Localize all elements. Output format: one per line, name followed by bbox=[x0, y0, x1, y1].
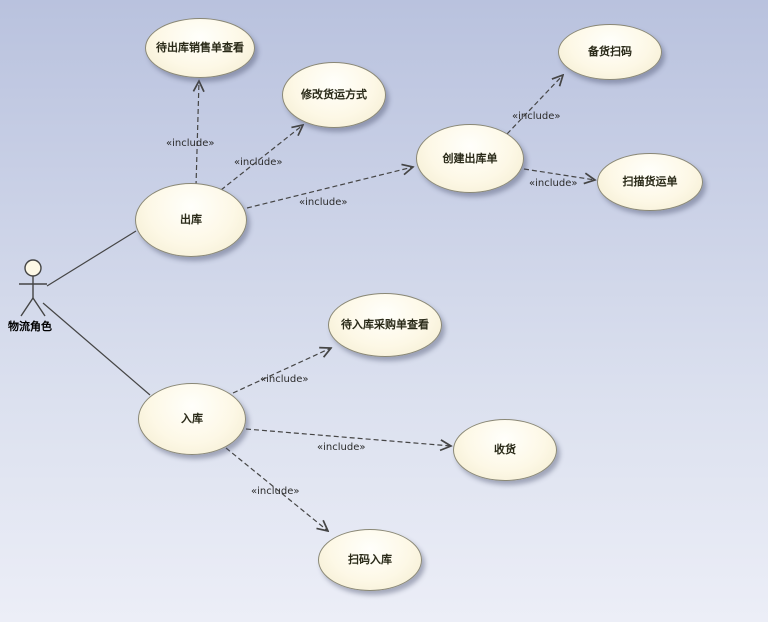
usecase-label: 收货 bbox=[494, 443, 516, 457]
actor-label: 物流角色 bbox=[8, 320, 52, 333]
edge-outbound-create-order bbox=[246, 167, 413, 209]
usecase-label: 扫描货运单 bbox=[622, 175, 678, 189]
edge-inbound-pending-purchase bbox=[232, 348, 331, 394]
usecase-label: 待出库销售单查看 bbox=[156, 41, 244, 55]
usecase-modify-shipping-method[interactable]: 修改货运方式 bbox=[282, 62, 386, 128]
include-label: «include» bbox=[166, 138, 215, 149]
usecase-label: 出库 bbox=[180, 213, 202, 227]
usecase-create-outbound-order[interactable]: 创建出库单 bbox=[416, 124, 524, 193]
include-label: «include» bbox=[251, 486, 300, 497]
edge-outbound-pending-sales bbox=[196, 81, 199, 187]
actor-head bbox=[24, 259, 42, 277]
include-label: «include» bbox=[512, 111, 561, 122]
usecase-pending-inbound-purchase-view[interactable]: 待入库采购单查看 bbox=[328, 293, 442, 357]
usecase-scan-inbound[interactable]: 扫码入库 bbox=[318, 529, 422, 591]
actor-figure[interactable] bbox=[19, 259, 47, 317]
usecase-label: 待入库采购单查看 bbox=[341, 318, 429, 332]
edge-inbound-scan-inbound bbox=[225, 447, 328, 531]
include-label: «include» bbox=[299, 197, 348, 208]
usecase-pending-outbound-sales-view[interactable]: 待出库销售单查看 bbox=[145, 18, 255, 78]
include-label: «include» bbox=[317, 442, 366, 453]
usecase-label: 创建出库单 bbox=[442, 151, 498, 165]
usecase-outbound[interactable]: 出库 bbox=[135, 183, 247, 257]
usecase-scan-waybill[interactable]: 扫描货运单 bbox=[597, 153, 703, 211]
edge-actor-inbound bbox=[42, 302, 151, 396]
edge-inbound-receive-goods bbox=[245, 428, 451, 446]
edge-outbound-modify-shipping bbox=[220, 125, 303, 191]
edge-actor-outbound bbox=[46, 230, 137, 287]
usecase-label: 扫码入库 bbox=[348, 553, 392, 567]
usecase-label: 备货扫码 bbox=[588, 45, 632, 59]
include-label: «include» bbox=[529, 178, 578, 189]
usecase-picking-scan[interactable]: 备货扫码 bbox=[558, 24, 662, 80]
actor-leg-right bbox=[32, 297, 46, 317]
usecase-label: 修改货运方式 bbox=[301, 88, 367, 102]
usecase-label: 入库 bbox=[181, 412, 203, 426]
edge-create-order-scan-waybill bbox=[523, 168, 595, 180]
include-label: «include» bbox=[260, 374, 309, 385]
usecase-receive-goods[interactable]: 收货 bbox=[453, 419, 557, 481]
usecase-inbound[interactable]: 入库 bbox=[138, 383, 246, 455]
actor-leg-left bbox=[20, 297, 34, 317]
include-label: «include» bbox=[234, 157, 283, 168]
edge-create-order-picking-scan bbox=[506, 75, 563, 135]
